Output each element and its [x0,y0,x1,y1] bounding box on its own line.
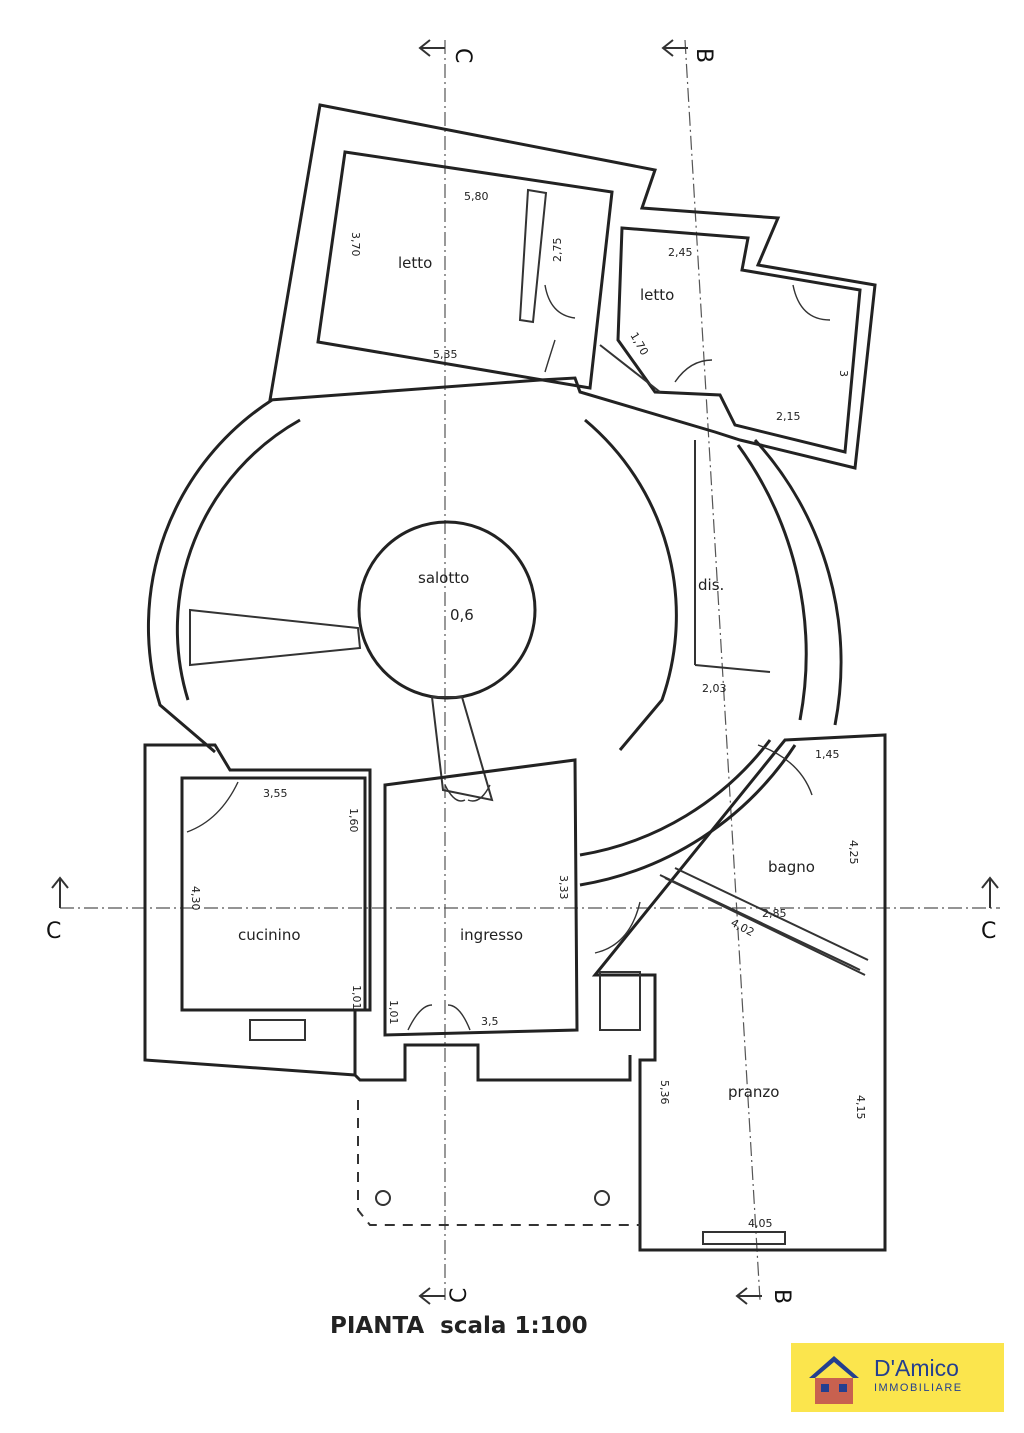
dim-215: 2,15 [776,410,801,423]
dim-170: 1,70 [627,330,651,358]
room-label-ingresso: ingresso [460,926,523,944]
bedroom-wing [268,103,877,470]
room-label-bagno: bagno [768,858,815,876]
dim-203: 2,03 [702,682,727,695]
dim-415: 4,15 [854,1095,867,1120]
house-icon [809,1356,859,1404]
dim-536: 5,36 [658,1080,671,1105]
company-logo: D'Amico IMMOBILIARE [791,1343,1004,1412]
section-marker-c-right: C [981,876,999,944]
section-marker-c-bottom: C [418,1287,472,1305]
section-axes [60,39,1000,1301]
room-label-salotto-value: 0,6 [450,606,474,624]
section-marker-b-top: B [661,39,716,63]
room-label-letto-main: letto [398,254,432,272]
dim-355: 3,55 [263,787,288,800]
lower-rooms [143,733,887,1252]
room-label-letto-small: letto [640,286,674,304]
dim-430: 4,30 [189,886,202,911]
room-labels: letto letto salotto 0,6 dis. cucinino in… [238,254,815,1101]
section-label-c-left: C [46,919,61,944]
dim-35: 3,5 [481,1015,499,1028]
dim-245: 2,45 [668,246,693,259]
dim-370: 3,70 [349,232,362,257]
logo-name: D'Amico [874,1355,959,1381]
dim-160: 1,60 [347,808,360,833]
section-label-c-right: C [981,919,996,944]
dimension-labels: 5,80 3,70 5,35 2,75 2,45 1,70 3 2,15 2,0… [189,190,867,1230]
section-marker-b-bottom: B [735,1287,794,1305]
section-marker-c-left: C [46,876,69,944]
dim-580: 5,80 [464,190,489,203]
dim-285: 2,85 [762,907,787,920]
dim-101b: 1,01 [387,1000,400,1025]
plan-title: PIANTA scala 1:100 [330,1313,588,1339]
room-label-pranzo: pranzo [728,1083,779,1101]
section-label-c-bottom: C [447,1288,472,1303]
logo-subtitle: IMMOBILIARE [874,1382,963,1394]
section-label-c-top: C [450,48,475,63]
dim-425: 4,25 [847,840,860,865]
section-label-b-bottom: B [769,1289,794,1304]
rotunda [146,398,678,802]
room-label-dis: dis. [698,576,724,594]
dim-3: 3 [837,370,850,377]
room-label-salotto: salotto [418,569,469,587]
logo-text: D'Amico IMMOBILIARE [874,1355,963,1395]
section-label-b-top: B [691,48,716,63]
portico [353,1043,640,1226]
dim-145: 1,45 [815,748,840,761]
room-label-cucinino: cucinino [238,926,301,944]
dim-535: 5,35 [433,348,458,361]
dim-101a: 1,01 [350,985,363,1010]
doors [186,284,831,1031]
dim-333: 3,33 [557,875,570,900]
corridor [579,438,843,887]
dim-275: 2,75 [551,238,564,263]
section-marker-c-top: C [418,39,475,63]
dim-405: 4,05 [748,1217,773,1230]
